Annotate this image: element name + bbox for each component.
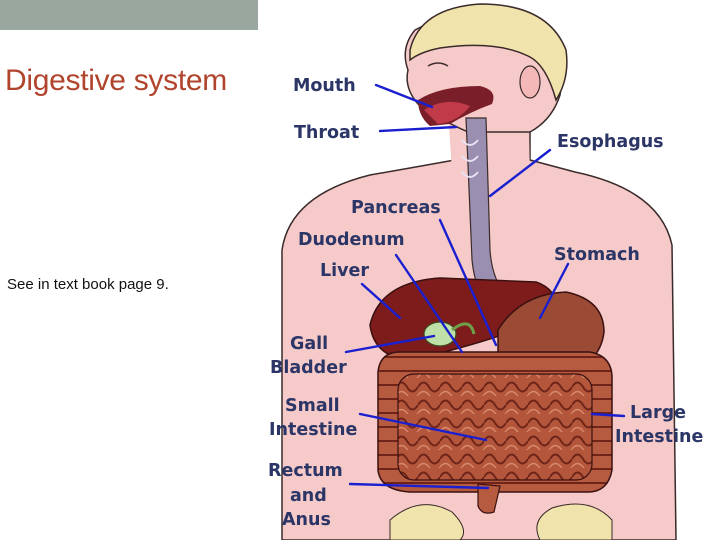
label-large-line2: Intestine bbox=[615, 427, 703, 447]
mouth-pointer bbox=[374, 83, 434, 109]
esophagus-pointer bbox=[488, 148, 552, 198]
ear-shape bbox=[519, 65, 541, 99]
pelvis-shape bbox=[389, 504, 465, 540]
label-small-line2: Intestine bbox=[269, 420, 357, 440]
label-mouth: Mouth bbox=[293, 76, 356, 96]
duodenum-pointer bbox=[394, 253, 464, 354]
label-stomach: Stomach bbox=[554, 245, 640, 265]
eye-shape bbox=[427, 62, 449, 67]
gall-bladder-pointer bbox=[344, 334, 436, 354]
accent-bar bbox=[0, 0, 258, 30]
hair-shape bbox=[409, 3, 568, 102]
slide-title: Digestive system bbox=[5, 64, 227, 97]
label-rectum-line1: Rectum bbox=[268, 461, 343, 481]
label-gall-line2: Bladder bbox=[270, 358, 347, 378]
label-liver: Liver bbox=[320, 261, 369, 281]
organ-labels: Mouth Throat Esophagus Pancreas Duodenum… bbox=[268, 76, 703, 530]
small-intestine-shape bbox=[397, 373, 593, 481]
stomach-pointer bbox=[538, 262, 570, 320]
label-pointers bbox=[344, 83, 626, 490]
throat-pointer bbox=[378, 125, 458, 133]
label-esophagus: Esophagus bbox=[557, 132, 664, 152]
rectum-pointer bbox=[348, 482, 490, 490]
label-pancreas: Pancreas bbox=[351, 198, 441, 218]
label-rectum-line2: and bbox=[290, 486, 327, 506]
liver-pointer bbox=[360, 282, 402, 320]
slide-note: See in text book page 9. bbox=[7, 276, 169, 293]
small-intestine-pointer bbox=[358, 412, 488, 442]
label-duodenum: Duodenum bbox=[298, 230, 405, 250]
label-small-line1: Small bbox=[285, 396, 340, 416]
pancreas-pointer bbox=[438, 218, 498, 347]
label-gall-line1: Gall bbox=[290, 334, 328, 354]
large-intestine-pointer bbox=[590, 412, 626, 418]
label-rectum-line3: Anus bbox=[282, 510, 331, 530]
label-large-line1: Large bbox=[630, 403, 686, 423]
body-illustration bbox=[281, 3, 677, 540]
rectum-shape bbox=[477, 483, 501, 514]
gall-bladder-shape bbox=[423, 321, 457, 347]
tongue-shape bbox=[424, 101, 470, 124]
label-throat: Throat bbox=[294, 123, 359, 143]
